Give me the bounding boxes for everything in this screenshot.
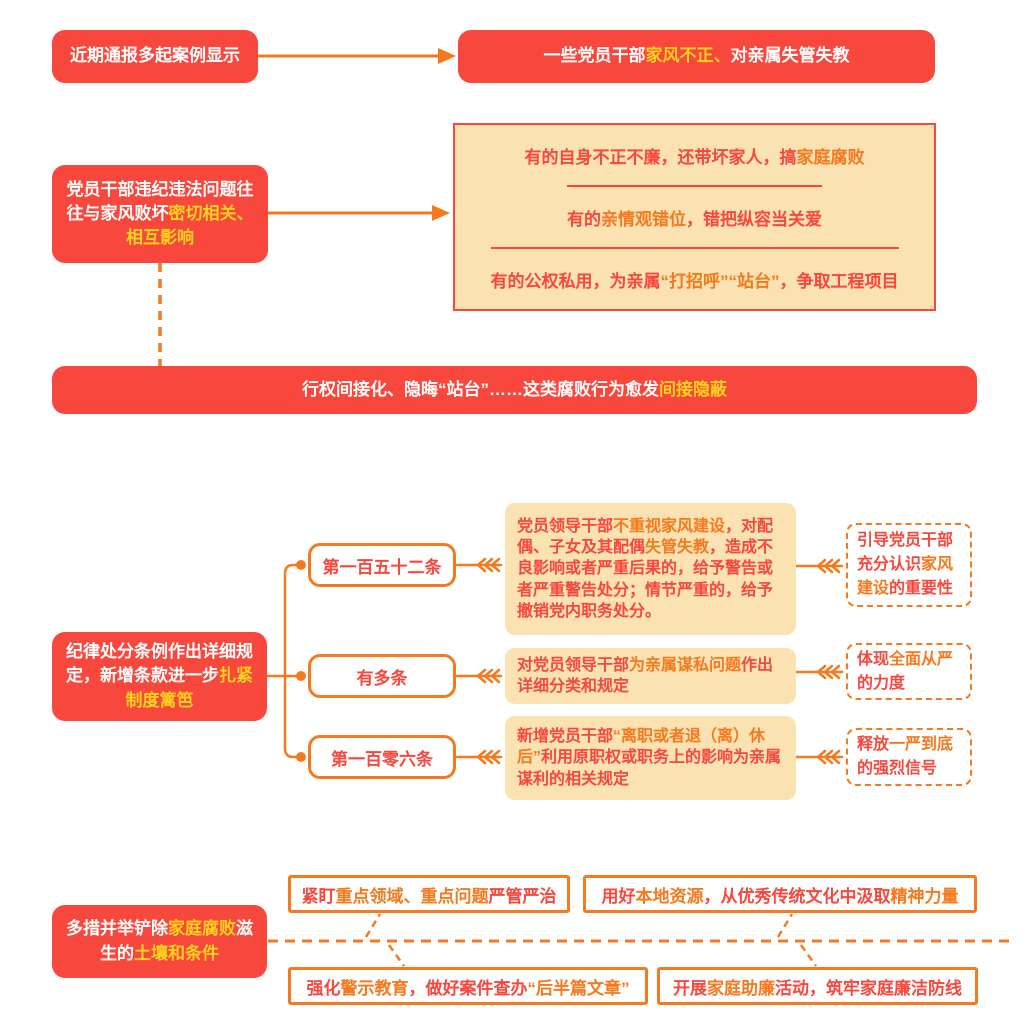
chevron-left-icon [476, 668, 501, 684]
chevron-left-icon [476, 749, 501, 765]
clause-detail-2: 对党员领导干部为亲属谋私问题作出详细分类和规定 [505, 648, 796, 704]
clause-node-106-text: 第一百零六条 [331, 749, 433, 769]
dashed-branch [364, 913, 382, 938]
measure-text-2: 用好本地资源，从优秀传统文化中汲取精神力量 [601, 886, 959, 906]
measure-box-1: 紧盯重点领域、重点问题严管严治 [288, 875, 570, 913]
measures-lead-text: 多措并举铲除家庭腐败滋生的土壤和条件 [66, 919, 253, 963]
regulation-intro-text: 纪律处分条例作出详细规定，新增条款进一步扎紧制度篱笆 [66, 642, 253, 710]
dot-icon [296, 671, 306, 681]
summary-banner-text: 行权间接化、隐晦“站台”……这类腐败行为愈发间接隐蔽 [302, 379, 727, 399]
clause-node-106: 第一百零六条 [308, 735, 456, 779]
dot-icon [296, 752, 306, 762]
clause-detail-2-text: 对党员领导干部为亲属谋私问题作出详细分类和规定 [517, 656, 774, 695]
consequence-text-3: 有的公权私用，为亲属“打招呼”“站台”，争取工程项目 [490, 271, 899, 291]
bracket-connector [267, 563, 301, 759]
clause-effect-3: 释放一严到底的强烈信号 [846, 728, 972, 786]
consequence-row-2: 有的亲情观错位，错把纵容当关爱 [567, 185, 822, 247]
bullet-dots [296, 560, 306, 762]
dashed-branch [799, 944, 818, 967]
clause-effect-1-text: 引导党员干部充分认识家风建设的重要性 [857, 532, 954, 597]
chevron-left-icon [816, 664, 841, 680]
clause-detail-1-text: 党员领导干部不重视家风建设，对配偶、子女及其配偶失管失教，造成不良影响或者严重后… [517, 517, 774, 620]
clause-detail-3: 新增党员干部“离职或者退（离）休后”利用原职权或职务上的影响为亲属谋利的相关规定 [505, 716, 796, 800]
measure-text-3: 强化警示教育，做好案件查办“后半篇文章” [306, 978, 630, 998]
clause-effect-2: 体现全面从严的力度 [846, 643, 972, 700]
consequence-row-3: 有的公权私用，为亲属“打招呼”“站台”，争取工程项目 [490, 247, 899, 309]
clause-effect-3-text: 释放一严到底的强烈信号 [857, 736, 954, 777]
dashed-branch [776, 913, 794, 938]
clause-node-multi: 有多条 [308, 654, 456, 698]
summary-banner: 行权间接化、隐晦“站台”……这类腐败行为愈发间接隐蔽 [52, 366, 977, 414]
consequence-text-1: 有的自身不正不廉，还带坏家人，搞家庭腐败 [524, 147, 865, 167]
dashed-branch [387, 944, 406, 967]
result-text: 一些党员干部家风不正、对亲属失管失教 [543, 46, 850, 66]
chevron-left-icon [816, 558, 841, 574]
case-report-text: 近期通报多起案例显示 [70, 46, 240, 66]
chevron-left-icon [476, 557, 501, 573]
clause-effect-2-text: 体现全面从严的力度 [857, 650, 954, 692]
consequence-row-1: 有的自身不正不廉，还带坏家人，搞家庭腐败 [525, 125, 865, 185]
measure-box-3: 强化警示教育，做好案件查办“后半篇文章” [288, 967, 648, 1005]
chevron-left-icon [816, 749, 841, 765]
measures-lead-box: 多措并举铲除家庭腐败滋生的土壤和条件 [52, 905, 267, 978]
consequence-text-2: 有的亲情观错位，错把纵容当关爱 [567, 209, 822, 229]
clause-node-152: 第一百五十二条 [308, 543, 456, 587]
cause-box: 党员干部违纪违法问题往往与家风败坏密切相关、相互影响 [52, 165, 268, 263]
measure-box-2: 用好本地资源，从优秀传统文化中汲取精神力量 [583, 875, 977, 913]
dot-icon [296, 560, 306, 570]
clause-node-multi-text: 有多条 [356, 668, 408, 688]
consequence-panel: 有的自身不正不廉，还带坏家人，搞家庭腐败 有的亲情观错位，错把纵容当关爱 有的公… [453, 123, 936, 311]
cause-text: 党员干部违纪违法问题往往与家风败坏密切相关、相互影响 [66, 179, 254, 248]
clause-detail-1: 党员领导干部不重视家风建设，对配偶、子女及其配偶失管失教，造成不良影响或者严重后… [505, 503, 796, 635]
measure-box-4: 开展家庭助廉活动，筑牢家庭廉洁防线 [657, 967, 978, 1005]
clause-node-152-text: 第一百五十二条 [322, 557, 442, 577]
measure-text-1: 紧盯重点领域、重点问题严管严治 [301, 886, 557, 906]
case-report-box: 近期通报多起案例显示 [52, 30, 258, 83]
arrowhead-icon [432, 205, 450, 221]
measure-text-4: 开展家庭助廉活动，筑牢家庭廉洁防线 [673, 978, 962, 998]
regulation-intro-box: 纪律处分条例作出详细规定，新增条款进一步扎紧制度篱笆 [52, 632, 267, 721]
clause-effect-1: 引导党员干部充分认识家风建设的重要性 [846, 523, 972, 607]
result-box: 一些党员干部家风不正、对亲属失管失教 [458, 30, 935, 83]
clause-detail-3-text: 新增党员干部“离职或者退（离）休后”利用原职权或职务上的影响为亲属谋利的相关规定 [517, 728, 782, 788]
arrowhead-icon [438, 48, 456, 64]
